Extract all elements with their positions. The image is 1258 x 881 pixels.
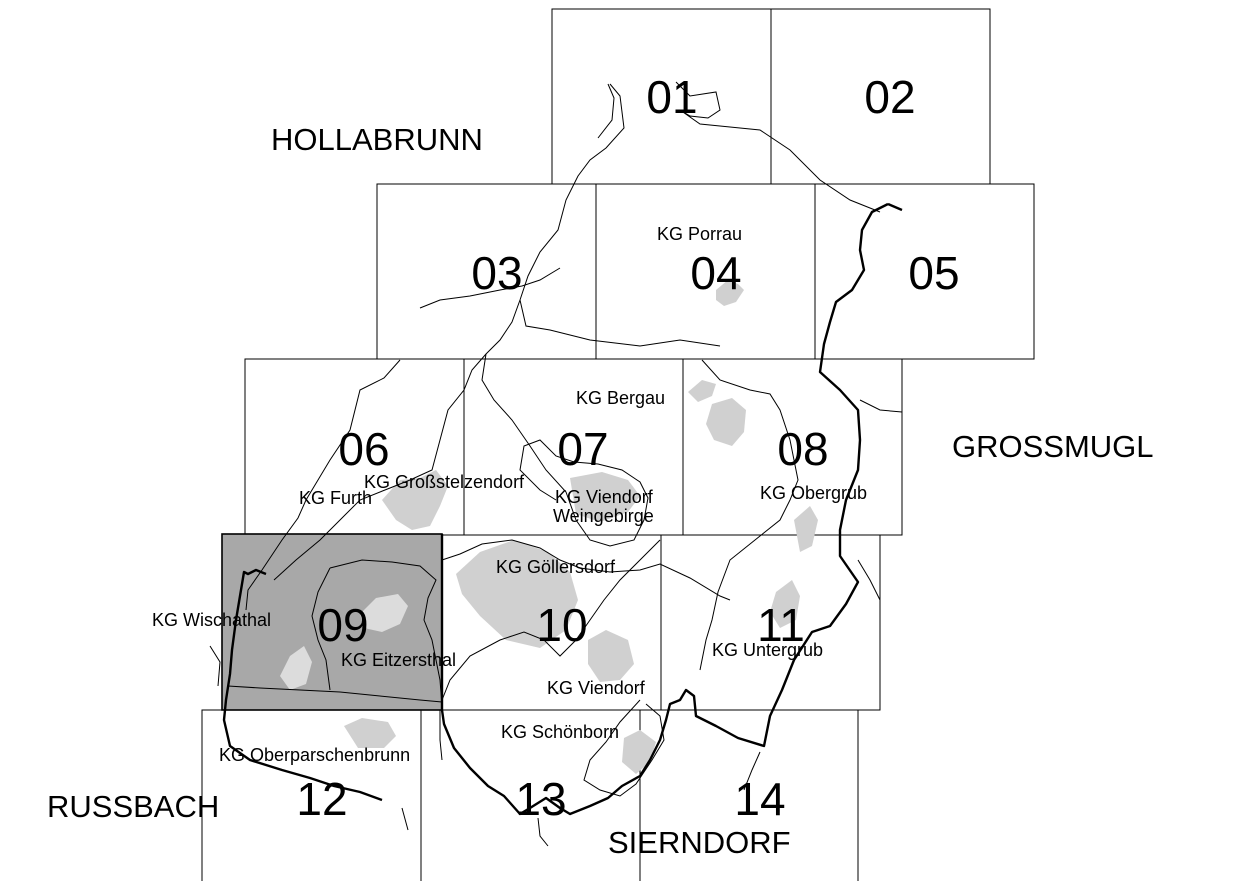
- tile-number-13: 13: [515, 773, 566, 825]
- boundary-line: [227, 685, 443, 703]
- label-russbach: RUSSBACH: [47, 789, 219, 824]
- tile-number-02: 02: [864, 71, 915, 123]
- label-kg-wischathal: KG Wischathal: [152, 610, 271, 630]
- boundary-line: [209, 645, 221, 687]
- settlement-bergau: [688, 380, 716, 402]
- label-kg-viendorf: KG Viendorf: [547, 678, 646, 698]
- label-kg-oberparschenbrunn: KG Oberparschenbrunn: [219, 745, 410, 765]
- tile-number-05: 05: [908, 247, 959, 299]
- boundary-line: [273, 83, 625, 581]
- tile-number-12: 12: [296, 773, 347, 825]
- settlement-untergrub: [770, 580, 800, 628]
- label-kg-viendorf-weingebirge-1: KG Viendorf: [555, 487, 654, 507]
- label-kg-porrau: KG Porrau: [657, 224, 742, 244]
- settlement-viendorf-weingebirge: [570, 472, 640, 522]
- tile-number-10: 10: [536, 599, 587, 651]
- boundary-line: [699, 359, 799, 671]
- label-kg-untergrub: KG Untergrub: [712, 640, 823, 660]
- settlement-areas: [280, 280, 818, 774]
- tile-number-01: 01: [646, 71, 697, 123]
- label-hollabrunn: HOLLABRUNN: [271, 122, 483, 157]
- settlement-obergrub-b: [794, 506, 818, 552]
- tile-grid: [201, 8, 1035, 881]
- label-kg-schoenborn: KG Schönborn: [501, 722, 619, 742]
- boundary-line: [583, 699, 665, 797]
- boundary-line: [597, 83, 615, 139]
- label-kg-eitzersthal: KG Eitzersthal: [341, 650, 456, 670]
- boundary-line: [441, 539, 731, 601]
- settlement-porrau: [716, 280, 744, 306]
- tile-number-06: 06: [338, 423, 389, 475]
- cadastral-labels: KG Porrau KG Bergau KG Großstelzendorf K…: [152, 224, 867, 765]
- label-sierndorf: SIERNDORF: [608, 825, 791, 860]
- tile-numbers: 01 02 03 04 05 06 07 08 09 10 11 12 13 1…: [296, 71, 959, 825]
- tile-09-selected[interactable]: [221, 533, 443, 711]
- tile-number-04: 04: [690, 247, 741, 299]
- tile-number-07: 07: [557, 423, 608, 475]
- settlement-wischathal: [280, 646, 312, 690]
- tile-number-03: 03: [471, 247, 522, 299]
- settlement-goellersdorf: [456, 540, 578, 648]
- label-kg-bergau: KG Bergau: [576, 388, 665, 408]
- label-kg-goellersdorf: KG Göllersdorf: [496, 557, 616, 577]
- boundary-line: [245, 359, 401, 611]
- boundary-line: [401, 807, 409, 831]
- boundary-line: [441, 539, 661, 701]
- boundary-line: [481, 353, 649, 547]
- boundary-line: [859, 399, 903, 413]
- label-kg-viendorf-weingebirge-2: Weingebirge: [553, 506, 654, 526]
- cadastral-lines: [209, 81, 903, 847]
- tile-14[interactable]: [639, 709, 859, 881]
- settlement-obergrub-a: [706, 398, 746, 446]
- boundary-line: [439, 710, 443, 761]
- boundary-line: [675, 81, 881, 213]
- boundary-line: [743, 751, 761, 791]
- tile-number-14: 14: [734, 773, 785, 825]
- boundary-line: [419, 267, 561, 309]
- settlement-viendorf: [588, 630, 634, 682]
- boundary-line: [311, 567, 331, 691]
- tile-number-11: 11: [757, 599, 805, 651]
- boundary-line: [519, 299, 721, 347]
- label-kg-furth: KG Furth: [299, 488, 372, 508]
- label-kg-grossstelzendorf: KG Großstelzendorf: [364, 472, 525, 492]
- label-kg-obergrub: KG Obergrub: [760, 483, 867, 503]
- municipal-boundary: [222, 202, 903, 816]
- boundary-line: [329, 559, 443, 707]
- tile-number-09: 09: [317, 599, 368, 651]
- settlement-oberparschenbrunn: [344, 718, 396, 748]
- label-grossmugl: GROSSMUGL: [952, 429, 1154, 464]
- neighbor-labels: HOLLABRUNN GROSSMUGL RUSSBACH SIERNDORF: [47, 122, 1154, 860]
- tile-number-08: 08: [777, 423, 828, 475]
- boundary-line: [857, 559, 881, 601]
- settlement-schoenborn: [622, 730, 656, 774]
- boundary-line: [537, 817, 549, 847]
- settlement-eitzersthal: [360, 594, 408, 632]
- tile-05[interactable]: [814, 183, 1035, 360]
